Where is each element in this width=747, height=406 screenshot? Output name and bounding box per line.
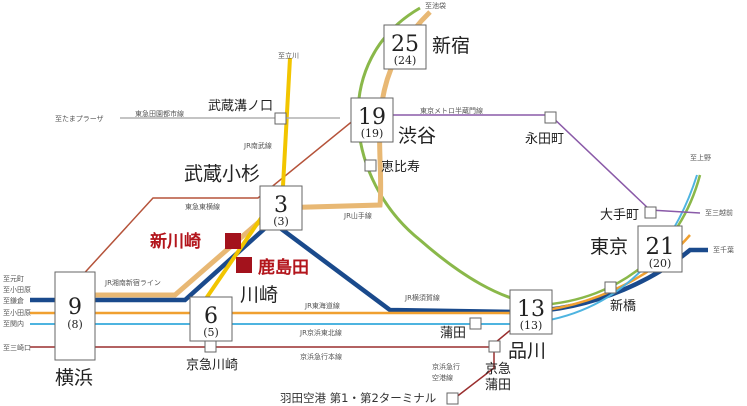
home-marker-shinkawasaki <box>225 233 241 249</box>
station-name-kashimada: 鹿島田 <box>258 257 309 278</box>
minutes-shinjuku: 25 <box>391 32 419 57</box>
line-label-keikyu: 京浜急行本線 <box>300 352 342 361</box>
station-name-shinkawasaki: 新川崎 <box>150 231 201 252</box>
line-label-yokosuka: JR横須賀線 <box>404 293 440 302</box>
station-marker-shimbashi <box>604 281 617 294</box>
minutes-alt-musashi-kosugi: (3) <box>273 215 289 228</box>
box-shinagawa: 13 (13) <box>509 289 553 335</box>
dest-odawara-1: 至小田原 <box>3 285 31 294</box>
dest-odawara-2: 至小田原 <box>3 308 31 317</box>
line-label-shonan-shinjuku: JR湘南新宿ライン <box>104 278 161 287</box>
box-tokyo: 21 (20) <box>637 225 683 273</box>
dest-kamakura: 至鎌倉 <box>3 296 24 305</box>
minutes-alt-kawasaki: (5) <box>203 326 219 339</box>
line-jr-shonan-shinjuku <box>78 10 432 298</box>
minutes-alt-yokohama: (8) <box>67 318 83 331</box>
station-marker-mizonokuchi <box>274 112 287 125</box>
line-label-tokaido: JR東海道線 <box>304 301 340 310</box>
dest-misakiguchi: 至三崎口 <box>3 343 31 352</box>
minutes-alt-shibuya: (19) <box>361 127 384 140</box>
station-name-musashi-kosugi: 武蔵小杉 <box>184 163 260 185</box>
line-label-denentoshi: 東急田園都市線 <box>135 109 184 118</box>
minutes-alt-shinagawa: (13) <box>520 319 543 332</box>
line-label-nambu: JR南武線 <box>243 141 272 150</box>
line-label-keikyu-airport-2: 空港線 <box>432 373 453 382</box>
minutes-musashi-kosugi: 3 <box>274 193 288 218</box>
station-name-keikyu-kawasaki: 京急川崎 <box>186 358 238 373</box>
station-marker-keikyu-kawasaki <box>204 340 217 353</box>
dest-chiba: 至千葉 <box>713 245 734 254</box>
minutes-alt-tokyo: (20) <box>649 257 672 270</box>
line-label-toyoko: 東急東横線 <box>185 202 220 211</box>
home-marker-kashimada <box>236 257 252 273</box>
dest-kannai: 至関内 <box>3 319 24 328</box>
dest-motomachi: 至元町 <box>3 275 24 283</box>
station-name-ebisu: 恵比寿 <box>381 160 420 175</box>
box-kawasaki: 6 (5) <box>189 296 233 342</box>
station-marker-kamata <box>469 317 482 330</box>
station-marker-keikyu-kamata <box>488 340 501 353</box>
minutes-yokohama: 9 <box>68 295 82 320</box>
station-name-shinagawa: 品川 <box>508 340 546 362</box>
box-shibuya: 19 (19) <box>350 97 394 143</box>
station-marker-otemachi <box>644 206 657 219</box>
line-label-keihin-tohoku: JR京浜東北線 <box>299 328 342 337</box>
line-label-hanzomon: 東京メトロ半蔵門線 <box>420 106 483 115</box>
dest-tachikawa: 至立川 <box>278 51 299 60</box>
station-marker-ebisu <box>364 159 377 172</box>
station-name-kawasaki: 川崎 <box>240 284 278 306</box>
station-name-otemachi: 大手町 <box>600 208 639 223</box>
station-marker-nagatacho <box>544 111 557 124</box>
line-jr-yamanote <box>356 6 541 307</box>
box-musashi-kosugi: 3 (3) <box>259 185 303 231</box>
dest-tama-plaza: 至たまプラーザ <box>55 115 104 123</box>
station-name-keikyu-kamata-1: 京急 <box>485 362 511 377</box>
minutes-shibuya: 19 <box>358 105 386 130</box>
station-name-kamata: 蒲田 <box>440 326 466 341</box>
station-marker-haneda <box>446 392 459 405</box>
station-name-musashi-mizonokuchi: 武蔵溝ノ口 <box>208 99 273 114</box>
dest-mitsukoshimae: 至三越前 <box>705 208 733 217</box>
line-keikyu-airport <box>454 347 495 399</box>
minutes-shinagawa: 13 <box>517 297 545 322</box>
station-name-tokyo: 東京 <box>590 236 628 258</box>
line-label-yamanote: JR山手線 <box>343 211 372 220</box>
station-name-yokohama: 横浜 <box>55 367 93 389</box>
minutes-alt-shinjuku: (24) <box>394 54 417 67</box>
dest-ikebukuro: 至池袋 <box>425 1 446 10</box>
station-name-shimbashi: 新橋 <box>610 298 636 314</box>
station-name-keikyu-kamata-2: 蒲田 <box>485 378 511 393</box>
line-label-keikyu-airport-1: 京浜急行 <box>432 362 460 371</box>
minutes-tokyo: 21 <box>645 234 674 260</box>
station-name-haneda: 羽田空港 第1・第2ターミナル <box>280 391 436 405</box>
station-name-nagatacho: 永田町 <box>525 132 564 147</box>
box-shinjuku: 25 (24) <box>383 24 427 70</box>
box-yokohama: 9 (8) <box>54 271 96 361</box>
dest-ueno: 至上野 <box>690 153 711 162</box>
line-tokyo-metro-hanzomon <box>385 114 701 214</box>
station-name-shinjuku: 新宿 <box>432 35 470 57</box>
line-tokyu-toyoko <box>77 114 361 281</box>
station-name-shibuya: 渋谷 <box>398 125 436 147</box>
minutes-kawasaki: 6 <box>204 304 218 329</box>
